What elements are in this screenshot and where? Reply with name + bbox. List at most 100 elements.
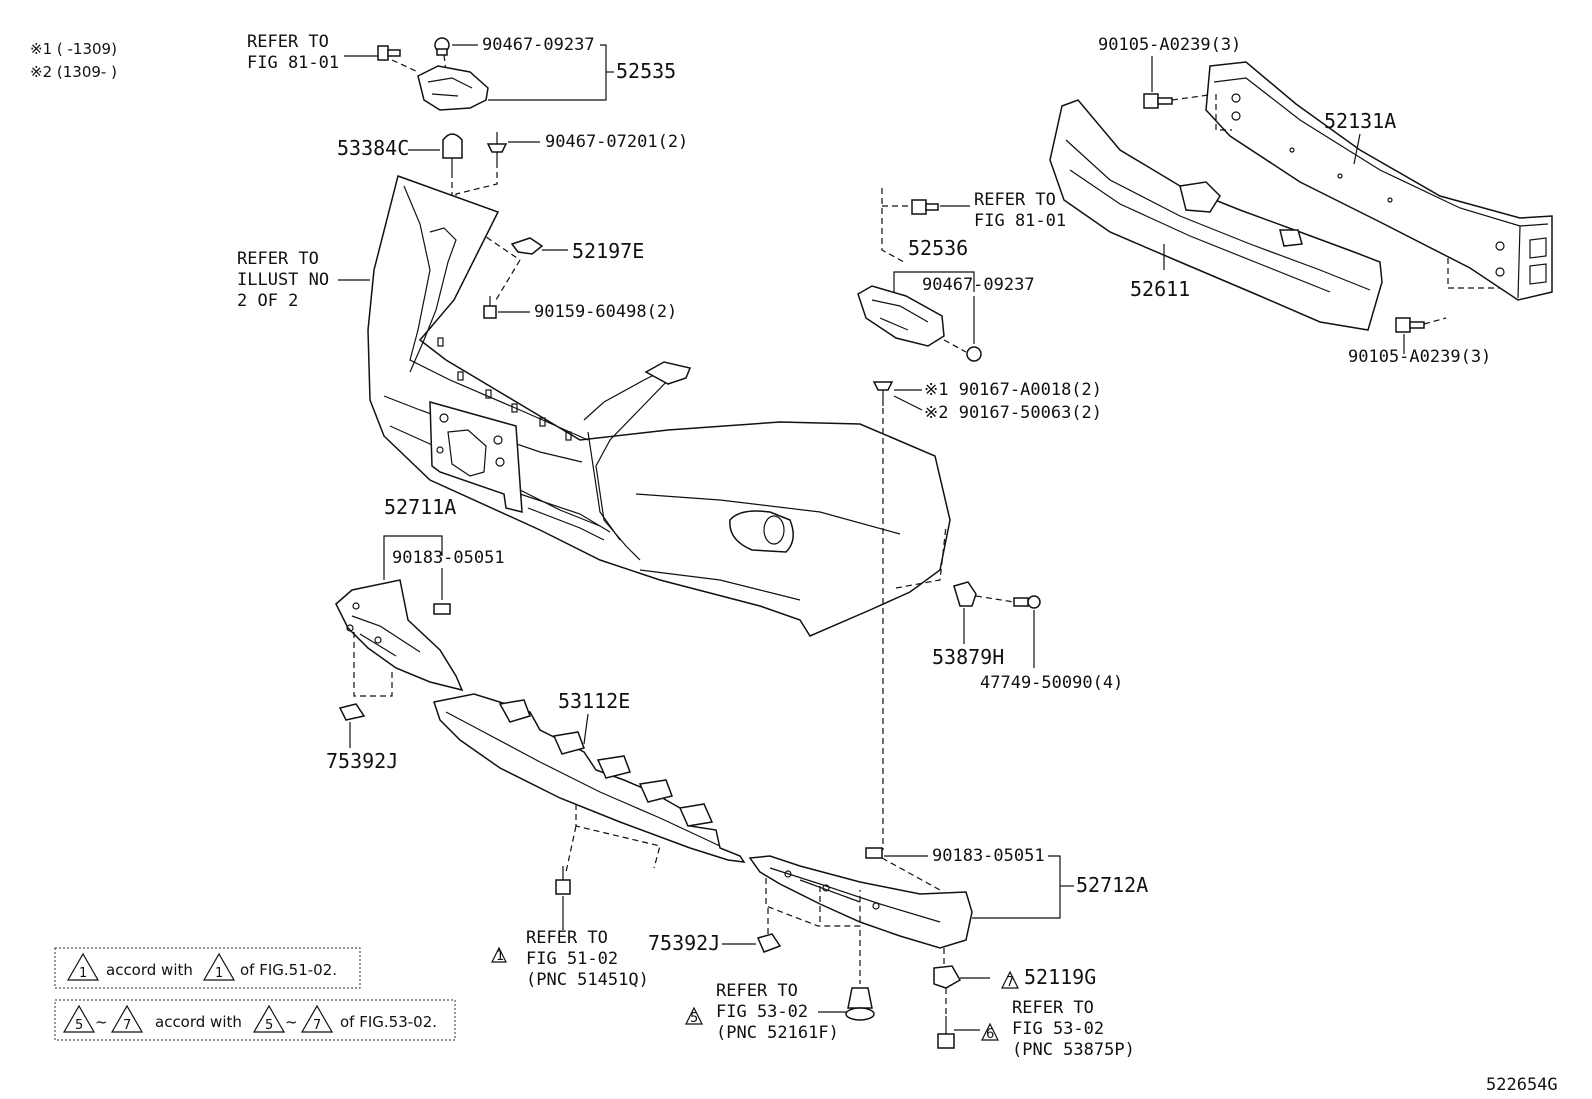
absorber-tabs	[1179, 181, 1303, 247]
label-52712A: 52712A	[1076, 873, 1148, 897]
bracket-detail	[871, 299, 929, 331]
screw-90159-icon	[483, 296, 497, 319]
assembly-line	[495, 259, 521, 301]
label-90105-A0239-bot: 90105-A0239(3)	[1348, 347, 1491, 367]
leader-line	[583, 713, 589, 745]
bumper-inner-frame	[409, 227, 457, 373]
svg-text:1: 1	[496, 949, 504, 964]
bumper-lower-opening	[519, 493, 611, 541]
label-refer-fig8101-top-a: REFER TO	[247, 32, 329, 52]
screw-47749-icon	[1013, 595, 1041, 609]
reinforcement-52131A	[1205, 61, 1553, 301]
label-refer-fig5102-c: (PNC 51451Q)	[526, 970, 649, 990]
label-refer-fig5102-b: FIG 51-02	[526, 949, 618, 969]
svg-text:5: 5	[265, 1018, 273, 1033]
label-75392J-left: 75392J	[326, 749, 398, 773]
label-52711A: 52711A	[384, 495, 456, 519]
label-47749-50090: 47749-50090(4)	[980, 673, 1123, 693]
absorber-52611	[1049, 99, 1383, 331]
assembly-line	[1215, 94, 1232, 131]
spoiler-fins	[498, 699, 714, 827]
label-52131A: 52131A	[1324, 109, 1396, 133]
label-refer-fig5302-6-b: FIG 53-02	[1012, 1019, 1104, 1039]
label-refer-fig5302-5-c: (PNC 52161F)	[716, 1023, 839, 1043]
bumper-lower-crease	[639, 569, 801, 601]
label-52119G: 52119G	[1024, 965, 1096, 989]
svg-text:6: 6	[986, 1027, 994, 1042]
label-90167-50063: ※2 90167-50063(2)	[924, 403, 1102, 423]
bumper-side-crease	[635, 493, 901, 535]
assembly-line	[765, 878, 861, 927]
label-refer-fig5302-5-b: FIG 53-02	[716, 1002, 808, 1022]
leader-line	[1353, 133, 1361, 165]
bracket-leader	[893, 271, 975, 294]
label-53384C: 53384C	[337, 136, 409, 160]
assembly-line	[881, 857, 941, 891]
assembly-line	[353, 632, 393, 697]
bolt-90105-bot-icon	[1395, 317, 1425, 333]
spoiler-53112E	[433, 693, 746, 863]
warning-marker-6-ref: 6	[981, 1022, 999, 1042]
svg-text:accord with: accord with	[155, 1013, 242, 1031]
clip-53384C-icon	[442, 133, 463, 172]
label-90467-09237-mid: 90467-09237	[922, 275, 1035, 295]
svg-text:~: ~	[95, 1013, 108, 1031]
svg-text:1: 1	[215, 966, 223, 981]
bracket-52119G-icon	[933, 965, 962, 989]
reinforcement-end-face	[1517, 225, 1547, 299]
clip-52161F-icon	[845, 987, 875, 1021]
bumper-upper-edge	[403, 185, 589, 441]
label-75392J-right: 75392J	[648, 931, 720, 955]
absorber-detail	[1069, 169, 1331, 293]
fog-lamp-opening	[729, 510, 794, 553]
bracket-52711A	[335, 579, 464, 692]
retainer-52197E-icon	[510, 237, 544, 255]
clip-90183-right-icon	[865, 847, 883, 859]
bracket-52712A	[748, 855, 973, 949]
bracket-holes	[346, 602, 382, 644]
svg-text:5: 5	[690, 1011, 698, 1026]
absorber-detail	[1065, 139, 1371, 291]
label-refer-fig5302-6-c: (PNC 53875P)	[1012, 1040, 1135, 1060]
nut-90467-mid-icon	[966, 346, 982, 362]
assembly-line	[1171, 93, 1217, 101]
label-52535: 52535	[616, 59, 676, 83]
label-refer-illust-b: ILLUST NO	[237, 270, 329, 290]
spoiler-detail	[445, 711, 721, 847]
clip-90467-07201-icon	[486, 132, 508, 162]
bumper-chrome-strip-inner	[587, 431, 621, 541]
bracket-holes	[784, 870, 880, 910]
bracket-leader	[383, 535, 443, 580]
svg-text:of FIG.53-02.: of FIG.53-02.	[340, 1013, 437, 1031]
svg-text:5: 5	[75, 1018, 83, 1033]
clip-icon	[434, 37, 450, 56]
figure-id: 522654G	[1486, 1075, 1558, 1095]
label-refer-fig8101-mid-b: FIG 81-01	[974, 211, 1066, 231]
bolt-icon	[377, 45, 401, 61]
label-refer-illust-c: 2 OF 2	[237, 291, 298, 311]
clip-90183-left-icon	[433, 603, 451, 615]
bracket-52536	[857, 285, 945, 347]
label-90467-07201: 90467-07201(2)	[545, 132, 688, 152]
warning-marker-1: 1	[491, 946, 507, 964]
label-52197E: 52197E	[572, 239, 644, 263]
svg-text:1: 1	[79, 966, 87, 981]
label-refer-fig8101-top-b: FIG 81-01	[247, 53, 339, 73]
assembly-line	[895, 525, 947, 589]
screw-90167-icon	[872, 381, 894, 406]
label-52536: 52536	[908, 236, 968, 260]
screw-53875P-icon	[937, 1016, 955, 1049]
assembly-line	[391, 59, 419, 73]
label-90167-A0018: ※1 90167-A0018(2)	[924, 380, 1102, 400]
bolt-90105-top-icon	[1143, 93, 1173, 109]
svg-text:accord with: accord with	[106, 961, 193, 979]
bracket-detail	[351, 615, 421, 657]
label-90183-05051-right: 90183-05051	[932, 846, 1045, 866]
bracket-detail	[769, 867, 941, 923]
label-53879H: 53879H	[932, 645, 1004, 669]
label-refer-fig5102-a: REFER TO	[526, 928, 608, 948]
clip-75392J-right-icon	[756, 933, 782, 953]
assembly-line	[975, 595, 1015, 603]
retainer-53879H-icon	[953, 581, 977, 607]
